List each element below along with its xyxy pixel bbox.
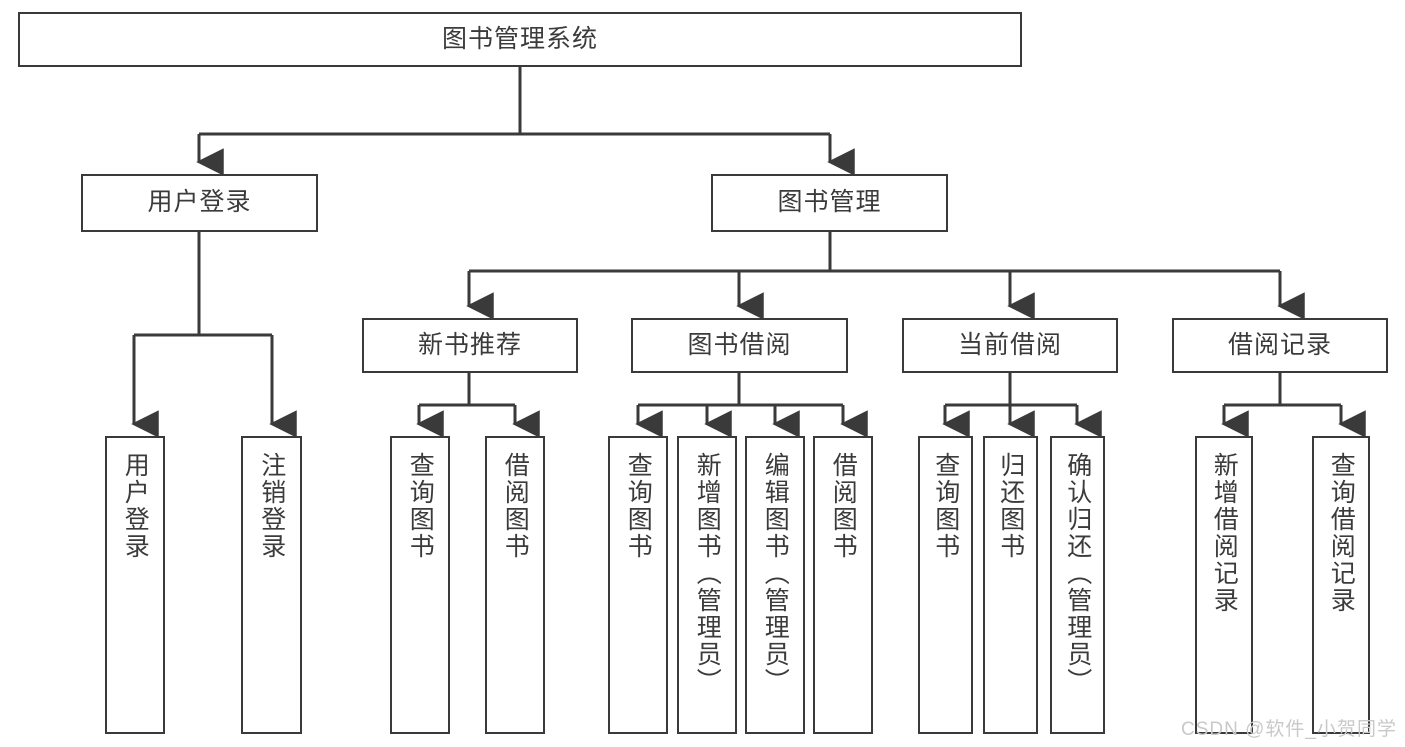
leaf-label: 借阅图书: [829, 452, 858, 560]
leaf-label: 查询图书: [406, 452, 435, 560]
node-current-borrow[interactable]: 当前借阅: [902, 318, 1118, 373]
node-leaf-add-book-admin[interactable]: 新增图书（管理员）: [677, 436, 737, 734]
leaf-label: 查询图书: [624, 452, 653, 560]
leaf-label: 查询图书: [931, 452, 960, 560]
node-leaf-query-borrow-record[interactable]: 查询借阅记录: [1312, 436, 1370, 734]
leaf-label: 编辑图书（管理员）: [761, 452, 790, 695]
leaf-label: 用户登录: [121, 452, 150, 560]
node-leaf-user-login[interactable]: 用户登录: [105, 436, 165, 734]
leaf-label: 查询借阅记录: [1327, 452, 1356, 614]
node-leaf-add-borrow-record[interactable]: 新增借阅记录: [1195, 436, 1253, 734]
node-leaf-logout[interactable]: 注销登录: [241, 436, 302, 734]
leaf-label: 新增图书（管理员）: [693, 452, 722, 695]
leaf-label: 归还图书: [996, 452, 1025, 560]
node-leaf-confirm-return-admin[interactable]: 确认归还（管理员）: [1050, 436, 1105, 734]
leaf-label: 新增借阅记录: [1210, 452, 1239, 614]
node-book-manage[interactable]: 图书管理: [711, 174, 948, 232]
node-borrow-record[interactable]: 借阅记录: [1172, 318, 1388, 373]
leaf-label: 注销登录: [257, 452, 286, 560]
node-leaf-query-book-current[interactable]: 查询图书: [918, 436, 973, 734]
node-root[interactable]: 图书管理系统: [18, 12, 1022, 67]
node-user-login[interactable]: 用户登录: [81, 174, 318, 232]
node-new-book-recommend[interactable]: 新书推荐: [362, 318, 578, 373]
node-leaf-query-book-borrow[interactable]: 查询图书: [608, 436, 668, 734]
leaf-label: 借阅图书: [501, 452, 530, 560]
node-leaf-return-book[interactable]: 归还图书: [983, 436, 1038, 734]
node-book-borrow[interactable]: 图书借阅: [631, 318, 848, 373]
node-leaf-query-book-recommend[interactable]: 查询图书: [390, 436, 450, 734]
node-leaf-edit-book-admin[interactable]: 编辑图书（管理员）: [745, 436, 805, 734]
leaf-label: 确认归还（管理员）: [1063, 452, 1092, 695]
node-leaf-borrow-book[interactable]: 借阅图书: [813, 436, 873, 734]
node-leaf-borrow-book-recommend[interactable]: 借阅图书: [485, 436, 545, 734]
